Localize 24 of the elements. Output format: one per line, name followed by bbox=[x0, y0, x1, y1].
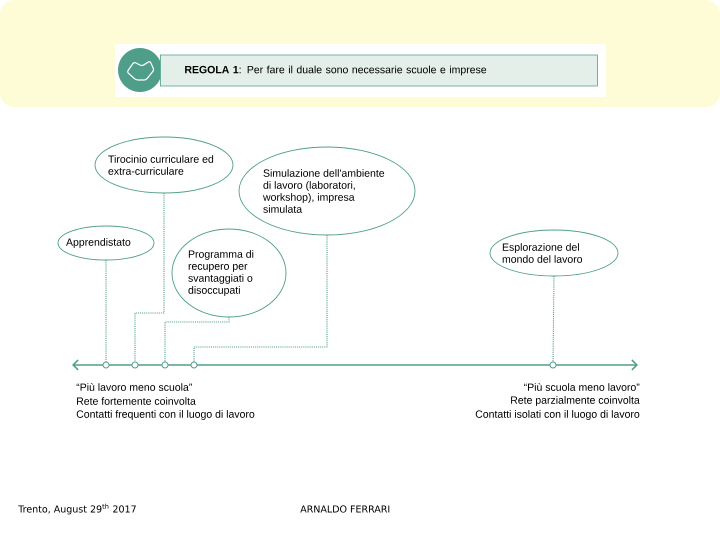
timeline-point bbox=[102, 362, 110, 368]
ellipse-callout: Programma di recupero per svantaggiati o disoccupati bbox=[172, 228, 286, 318]
footer-author: ARNALDO FERRARI bbox=[300, 505, 390, 513]
leader-line bbox=[193, 235, 328, 362]
rule-banner: REGOLA 1: Per fare il duale sono necessarie scuole e imprese bbox=[160, 54, 598, 86]
timeline-point bbox=[190, 362, 198, 368]
timeline-note: “Più lavoro meno scuola” bbox=[76, 383, 192, 391]
leader-line bbox=[552, 276, 555, 362]
timeline-note: “Più scuola meno lavoro” bbox=[524, 383, 640, 391]
leader-line bbox=[105, 260, 107, 362]
timeline-note: Rete parzialmente coinvolta bbox=[511, 396, 640, 406]
timeline-note: Contatti frequenti con il luogo di lavoro bbox=[76, 410, 254, 420]
leader-line bbox=[164, 317, 230, 362]
timeline-point bbox=[550, 362, 556, 368]
timeline-point bbox=[162, 362, 168, 368]
ellipse-callout: Simulazione dell'ambiente di lavoro (laboratori, workshop), impresa simulata bbox=[238, 146, 416, 236]
timeline-note: Rete fortemente coinvolta bbox=[77, 397, 196, 405]
ellipse-callout: Tirocinio curriculare ed extra-curriculare bbox=[94, 136, 234, 194]
ellipse-callout: Esplorazione del mondo del lavoro bbox=[490, 230, 618, 276]
footer-date: Trento, August 29$^{th}$ 2017 bbox=[18, 504, 136, 514]
timeline-note: Contatti isolati con il luogo di lavoro bbox=[476, 410, 640, 420]
timeline-point bbox=[132, 362, 138, 368]
ellipse-callout: Apprendistato bbox=[58, 226, 154, 260]
leader-line bbox=[134, 193, 165, 362]
